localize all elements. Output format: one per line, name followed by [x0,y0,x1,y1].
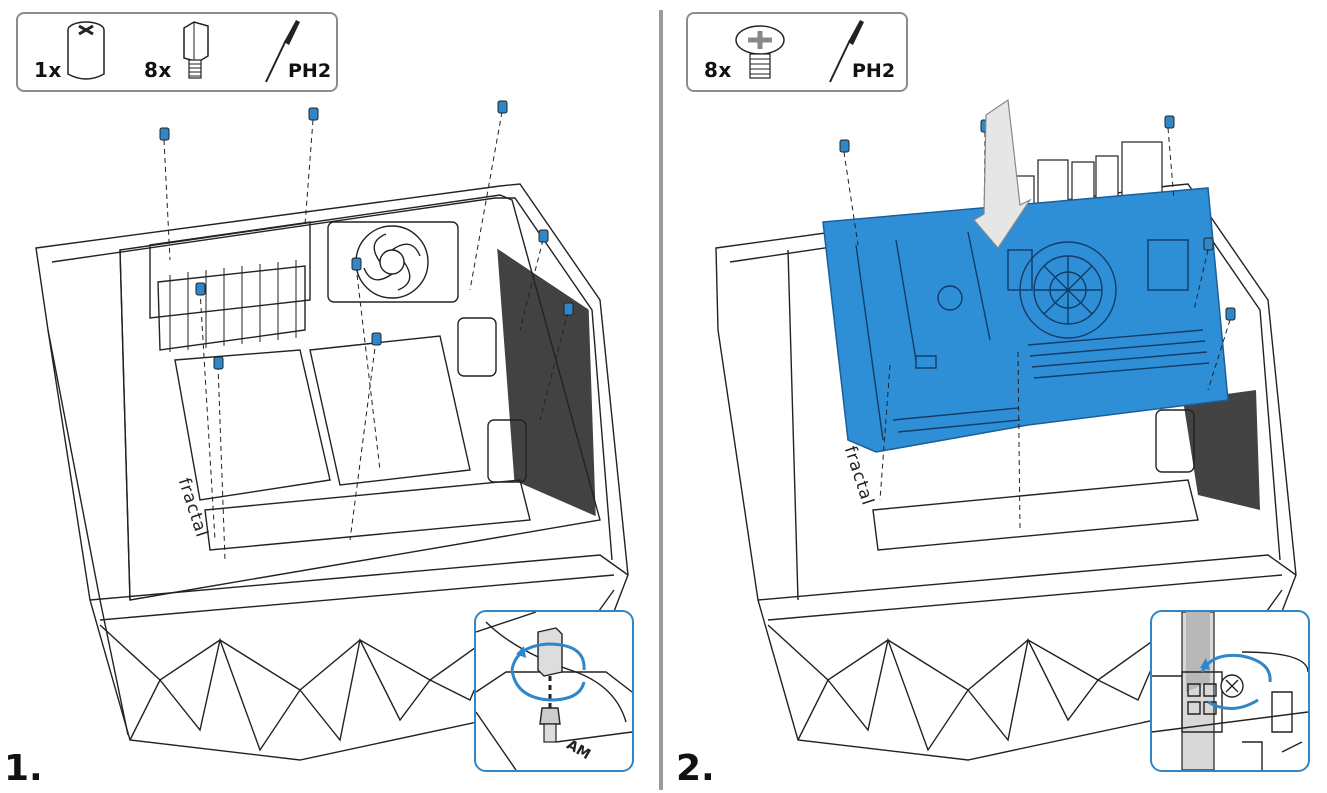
standoff-install-detail [476,612,632,770]
step-divider [659,10,663,790]
insertion-arrow [973,98,1032,249]
step-number: 2. [676,748,715,789]
parts-box-step-1: 1x 8x PH2 [16,12,338,92]
detail-inset-step-2 [1150,610,1310,772]
tool-label: PH2 [852,60,896,82]
detail-inset-step-1: AM [474,610,634,772]
part-qty-standoff: 8x [144,58,172,82]
standoff-icon [183,21,209,79]
part-qty-standoff-tool: 1x [34,58,62,82]
motherboard [822,187,1229,453]
parts-box-step-2: 8x PH2 [686,12,908,92]
step-1-panel: 1x 8x PH2 [0,0,655,793]
tool-label: PH2 [288,60,332,82]
step-number: 1. [4,748,43,789]
case-illustration-step-2 [715,98,1297,761]
standoff-tool-icon [67,21,105,80]
screw-icon [735,25,785,79]
screw-install-detail [1152,612,1308,770]
screwdriver-icon [265,20,300,83]
step-2-panel: 8x PH2 [668,0,1327,793]
screwdriver-icon [829,20,864,83]
part-qty-screw: 8x [704,58,732,82]
